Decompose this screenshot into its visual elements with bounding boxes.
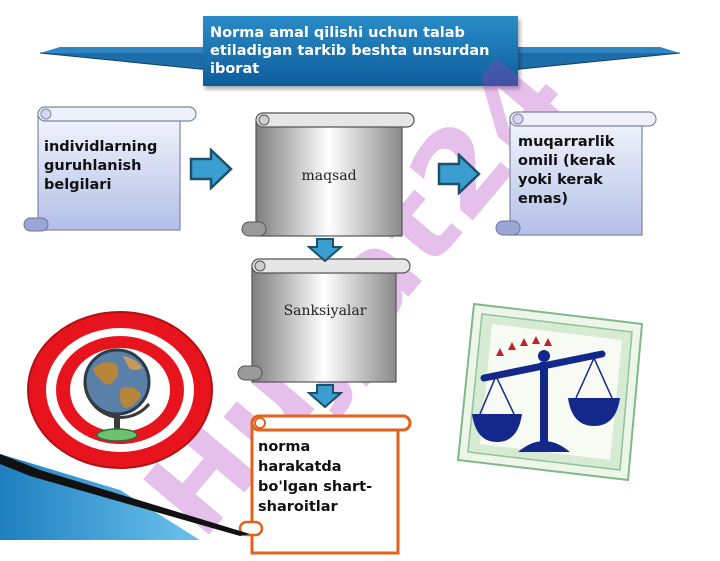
- arrow-right-1-icon: [189, 148, 233, 190]
- scroll-right: muqarrarlik omili (kerak yoki kerak emas…: [494, 111, 658, 237]
- box-middle-text: Sanksiyalar: [283, 303, 367, 319]
- scroll-center: maqsad: [240, 112, 416, 238]
- scroll-bottom: [236, 414, 414, 555]
- scroll-middle: Sanksiyalar: [236, 258, 414, 384]
- box-right-text: muqarrarlik omili (kerak yoki kerak emas…: [518, 134, 616, 207]
- arrow-right-2-icon: [437, 153, 481, 195]
- arrow-down-2-icon: [307, 384, 343, 408]
- globe-target-icon: [27, 311, 213, 469]
- title-text: Norma amal qilishi uchun talab etiladiga…: [210, 25, 490, 77]
- corner-swoosh: [0, 454, 250, 540]
- box-center-text: maqsad: [301, 168, 357, 184]
- box-left-text: individlarning guruhlanish belgilari: [44, 139, 158, 193]
- scales-icon: [456, 302, 644, 482]
- arrow-down-1-icon: [307, 238, 343, 262]
- title-box: [203, 16, 518, 86]
- box-bottom-text: norma harakatda bo'lgan shart-sharoitlar: [258, 439, 373, 515]
- scroll-left: individlarning guruhlanish belgilari: [22, 106, 198, 232]
